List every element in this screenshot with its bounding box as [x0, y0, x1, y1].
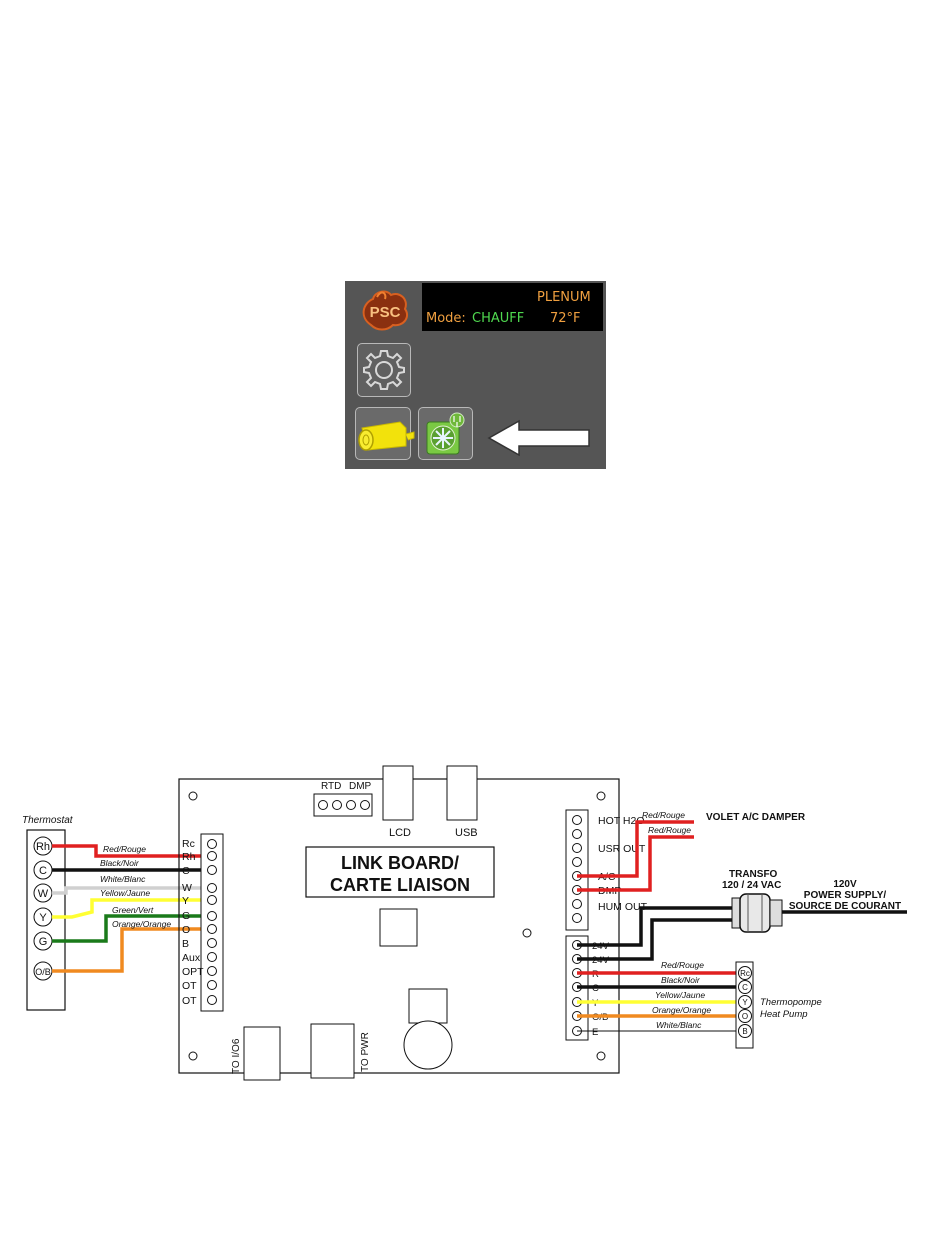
controller-screen: PSC PLENUM Mode: CHAUFF 72°F	[345, 281, 606, 469]
usb-label: USB	[455, 827, 478, 839]
damper-title: VOLET A/C DAMPER	[706, 812, 806, 823]
supply-label-3: SOURCE DE COURANT	[789, 901, 901, 912]
board-title-line1: LINK BOARD/	[341, 853, 459, 873]
mounting-holes	[188, 791, 606, 1061]
rtd-label: RTD	[321, 781, 341, 792]
thermostat-wires	[52, 844, 212, 973]
thermostat-terminal-y: Y	[39, 912, 47, 924]
dmp-top-label: DMP	[349, 781, 372, 792]
to-io6-label: TO I/O6	[231, 1038, 242, 1074]
hp-wire-label-yellow: Yellow/Jaune	[655, 990, 705, 1000]
wire-label-black: Black/Noir	[100, 858, 140, 868]
logo-text: PSC	[370, 304, 401, 321]
hp-terminal-o: O	[742, 1012, 748, 1021]
heat-pump-label-fr: Thermopompe	[760, 997, 822, 1008]
hp-wire-label-black: Black/Noir	[661, 975, 701, 985]
board-title-box	[305, 846, 495, 898]
terminal-label-w: W	[182, 882, 192, 894]
gear-icon	[363, 350, 405, 390]
heat-pump-button[interactable]	[418, 407, 473, 460]
rtd-dmp-connector	[313, 793, 373, 817]
usb-connector	[446, 765, 478, 821]
label-hum-out: HUM OUT	[598, 901, 648, 913]
damper-wires	[577, 820, 694, 892]
io6-connector	[243, 1026, 281, 1081]
left-terminal-strip	[200, 833, 224, 1012]
label-hot-h2o: HOT H2O	[598, 815, 644, 827]
hp-terminal-rc: Rc	[740, 969, 750, 978]
lcd-label: LCD	[389, 827, 411, 839]
wire-label-orange: Orange/Orange	[112, 919, 171, 929]
hp-wire-label-white: White/Blanc	[656, 1020, 702, 1030]
log-icon	[358, 421, 415, 451]
pointer-arrow-icon	[485, 418, 595, 463]
terminal-label-b: B	[182, 938, 189, 950]
supply-label-1: 120V	[833, 879, 857, 890]
settings-button[interactable]	[357, 343, 411, 397]
label-e: E	[592, 1027, 598, 1038]
wire-label-white: White/Blanc	[100, 874, 146, 884]
terminal-label-o: O	[182, 924, 190, 936]
mode-value: CHAUFF	[472, 311, 525, 326]
board-title-line2: CARTE LIAISON	[330, 875, 470, 895]
wire-label-yellow: Yellow/Jaune	[100, 888, 150, 898]
hp-wire-label-orange: Orange/Orange	[652, 1005, 711, 1015]
thermostat-terminal-ob: O/B	[35, 967, 51, 977]
terminal-label-y: Y	[182, 895, 189, 907]
terminal-label-aux: Aux	[182, 952, 201, 964]
terminal-label-rc: Rc	[182, 838, 195, 850]
hp-terminal-b: B	[742, 1027, 747, 1036]
supply-label-2: POWER SUPPLY/	[804, 890, 887, 901]
terminal-label-ot1: OT	[182, 980, 197, 992]
heat-pump-wires	[577, 971, 737, 1032]
transfo-title: TRANSFO	[729, 869, 778, 880]
label-usr-out: USR OUT	[598, 843, 646, 855]
temperature-readout: 72°F	[550, 311, 581, 326]
heat-pump-label-en: Heat Pump	[760, 1009, 808, 1020]
hp-terminal-y: Y	[742, 998, 748, 1007]
thermostat-terminal-c: C	[39, 865, 47, 877]
to-pwr-label: TO PWR	[360, 1032, 371, 1072]
thermostat-terminal-rh: Rh	[36, 841, 50, 853]
board-chip-2	[408, 988, 448, 1024]
wire-label-red: Red/Rouge	[103, 844, 146, 854]
wire-label-green: Green/Vert	[112, 905, 154, 915]
lcd-connector	[382, 765, 414, 821]
right-upper-terminal-strip	[565, 809, 589, 931]
pwr-connector	[310, 1023, 355, 1079]
zone-label: PLENUM	[537, 290, 591, 305]
hp-terminal-c: C	[742, 983, 748, 992]
terminal-label-ot2: OT	[182, 995, 197, 1007]
damper-wire-label-2: Red/Rouge	[648, 825, 691, 835]
board-buzzer	[403, 1020, 453, 1070]
thermostat-terminal-w: W	[38, 888, 49, 900]
hp-wire-label-red: Red/Rouge	[661, 960, 704, 970]
psc-logo: PSC	[357, 287, 413, 331]
transformer-wires	[577, 906, 907, 961]
terminal-label-opt: OPT	[182, 966, 204, 978]
thermostat-terminals: Rh C W Y G O/B	[33, 836, 53, 981]
terminal-label-rh: Rh	[182, 851, 196, 863]
transfo-rating: 120 / 24 VAC	[722, 880, 781, 891]
wood-heat-button[interactable]	[355, 407, 415, 460]
transformer	[731, 893, 783, 933]
thermostat-title: Thermostat	[22, 815, 74, 826]
terminal-label-c: C	[182, 865, 190, 877]
status-display: PLENUM Mode: CHAUFF 72°F	[422, 283, 603, 331]
thermostat-terminal-g: G	[39, 936, 48, 948]
mode-label: Mode:	[426, 311, 466, 326]
damper-wire-label-1: Red/Rouge	[642, 810, 685, 820]
terminal-label-g: G	[182, 910, 190, 922]
fan-icon	[426, 412, 465, 455]
board-chip	[379, 908, 418, 947]
